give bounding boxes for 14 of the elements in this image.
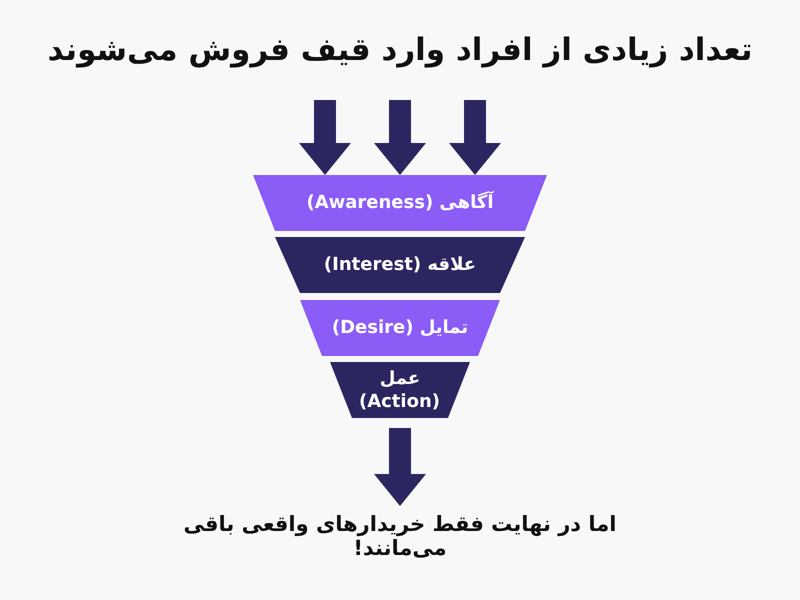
title: تعداد زیادی از افراد وارد قیف فروش می‌شوند	[46, 32, 754, 68]
stage-label: آگاهی (Awareness)	[306, 191, 494, 215]
caption-text: اما در نهایت فقط خریدارهای واقعی باقی می‌مانند!	[184, 512, 616, 560]
arrow	[374, 428, 426, 506]
arrow	[374, 100, 426, 175]
funnel-stage	[253, 175, 547, 231]
arrow	[449, 100, 501, 175]
stage-label: تمایل (Desire)	[332, 316, 468, 340]
funnel-stage	[330, 362, 470, 418]
stage-label: عمل (Action)	[360, 366, 440, 414]
stage-label: علاقه (Interest)	[324, 253, 476, 277]
arrow	[299, 100, 351, 175]
funnel-stage	[300, 300, 500, 356]
funnel-stage	[275, 237, 525, 293]
